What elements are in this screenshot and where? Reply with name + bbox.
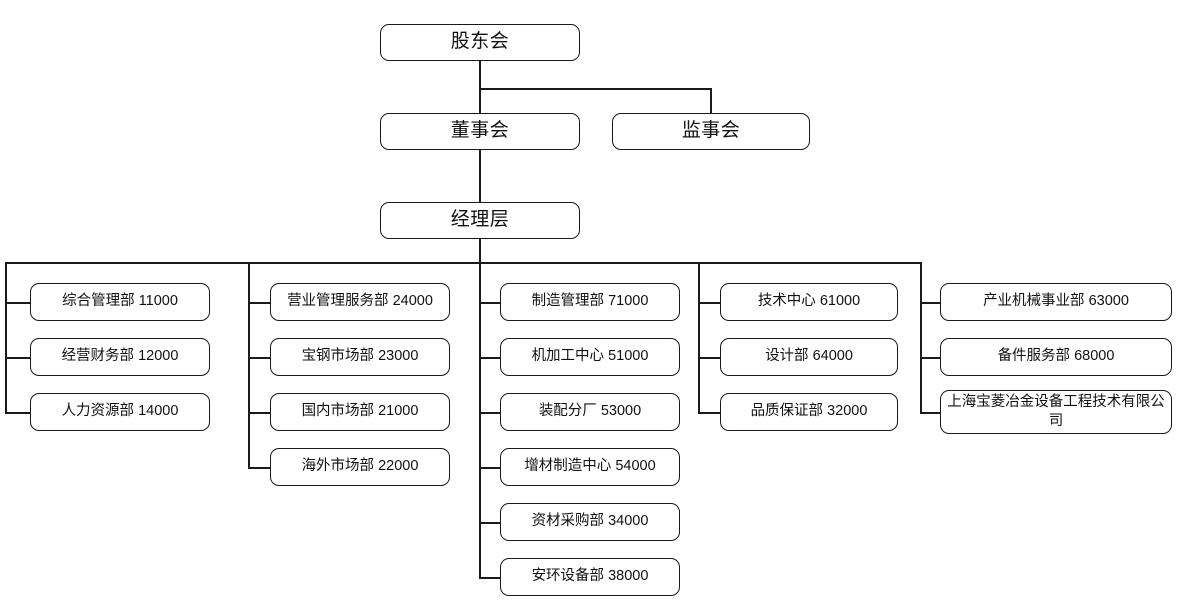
connector-col-3-spine [479,262,481,578]
dept-label: 经营财务部 12000 [61,348,179,365]
dept-label: 人力资源部 14000 [61,403,179,420]
dept-label: 技术中心 61000 [757,293,861,310]
dept-label: 制造管理部 71000 [531,293,649,310]
connector-col-2-item-2 [248,412,272,414]
connector-col-4-item-0 [698,302,722,304]
node-shareholders-label: 股东会 [450,31,510,53]
node-management[interactable]: 经理层 [380,202,580,239]
node-supervisors[interactable]: 监事会 [612,113,810,150]
dept-box-technology-center[interactable]: 技术中心 61000 [720,283,898,321]
dept-label: 设计部 64000 [765,348,853,365]
dept-box-sales-management-service[interactable]: 营业管理服务部 24000 [270,283,450,321]
dept-label: 国内市场部 21000 [301,403,419,420]
connector-shareholders-down [479,61,481,113]
connector-col-4-item-1 [698,357,722,359]
node-management-label: 经理层 [450,209,510,231]
dept-label: 资材采购部 34000 [531,513,649,530]
dept-label: 海外市场部 22000 [301,458,419,475]
dept-label: 上海宝菱冶金设备工程技术有限公司 [947,394,1165,429]
connector-management-to-bus [479,239,481,263]
dept-box-assembly-plant[interactable]: 装配分厂 53000 [500,393,680,431]
dept-label: 营业管理服务部 24000 [287,293,433,310]
connector-col-5-item-2 [920,412,942,414]
connector-col-4-spine [698,262,700,413]
dept-box-baosteel-market[interactable]: 宝钢市场部 23000 [270,338,450,376]
connector-col-3-item-1 [479,357,501,359]
dept-box-industrial-machinery-division[interactable]: 产业机械事业部 63000 [940,283,1172,321]
connector-col-5-item-0 [920,302,942,304]
connector-department-bus [5,262,921,264]
connector-col-2-item-3 [248,467,272,469]
connector-col-2-item-1 [248,357,272,359]
connector-shareholders-to-supervisors [479,88,711,90]
dept-box-machining-center[interactable]: 机加工中心 51000 [500,338,680,376]
dept-label: 品质保证部 32000 [750,403,868,420]
connector-col-1-item-2 [5,412,31,414]
dept-label: 机加工中心 51000 [531,348,649,365]
dept-box-additive-manufacturing-center[interactable]: 增材制造中心 54000 [500,448,680,486]
connector-board-to-management [479,150,481,202]
node-supervisors-label: 监事会 [681,120,741,142]
dept-label: 宝钢市场部 23000 [301,348,419,365]
connector-col-2-spine [248,262,250,468]
dept-box-quality-assurance[interactable]: 品质保证部 32000 [720,393,898,431]
dept-box-comprehensive-management[interactable]: 综合管理部 11000 [30,283,210,321]
connector-col-1-item-1 [5,357,31,359]
dept-box-overseas-market[interactable]: 海外市场部 22000 [270,448,450,486]
dept-label: 安环设备部 38000 [531,568,649,585]
dept-box-design[interactable]: 设计部 64000 [720,338,898,376]
connector-col-1-spine [5,262,7,413]
dept-box-domestic-market[interactable]: 国内市场部 21000 [270,393,450,431]
node-board-label: 董事会 [450,120,510,142]
dept-label: 备件服务部 68000 [997,348,1115,365]
dept-box-manufacturing-management[interactable]: 制造管理部 71000 [500,283,680,321]
dept-label: 综合管理部 11000 [62,293,178,310]
connector-col-3-item-0 [479,302,501,304]
connector-col-2-item-0 [248,302,272,304]
dept-label: 装配分厂 53000 [538,403,642,420]
connector-col-1-item-0 [5,302,31,304]
connector-col-4-item-2 [698,412,722,414]
connector-col-5-item-1 [920,357,942,359]
dept-label: 增材制造中心 54000 [524,458,656,475]
connector-col-3-item-4 [479,522,501,524]
node-board[interactable]: 董事会 [380,113,580,150]
dept-box-material-procurement[interactable]: 资材采购部 34000 [500,503,680,541]
node-shareholders[interactable]: 股东会 [380,24,580,61]
connector-col-3-item-3 [479,467,501,469]
connector-col-3-item-2 [479,412,501,414]
connector-supervisors-down [710,88,712,113]
dept-box-safety-environment-equipment[interactable]: 安环设备部 38000 [500,558,680,596]
dept-box-human-resources[interactable]: 人力资源部 14000 [30,393,210,431]
connector-col-5-spine [920,262,922,413]
connector-col-3-item-5 [479,577,501,579]
dept-box-spare-parts-service[interactable]: 备件服务部 68000 [940,338,1172,376]
dept-box-operations-finance[interactable]: 经营财务部 12000 [30,338,210,376]
dept-label: 产业机械事业部 63000 [983,293,1129,310]
dept-box-shanghai-baoling-metallurgical[interactable]: 上海宝菱冶金设备工程技术有限公司 [940,390,1172,434]
